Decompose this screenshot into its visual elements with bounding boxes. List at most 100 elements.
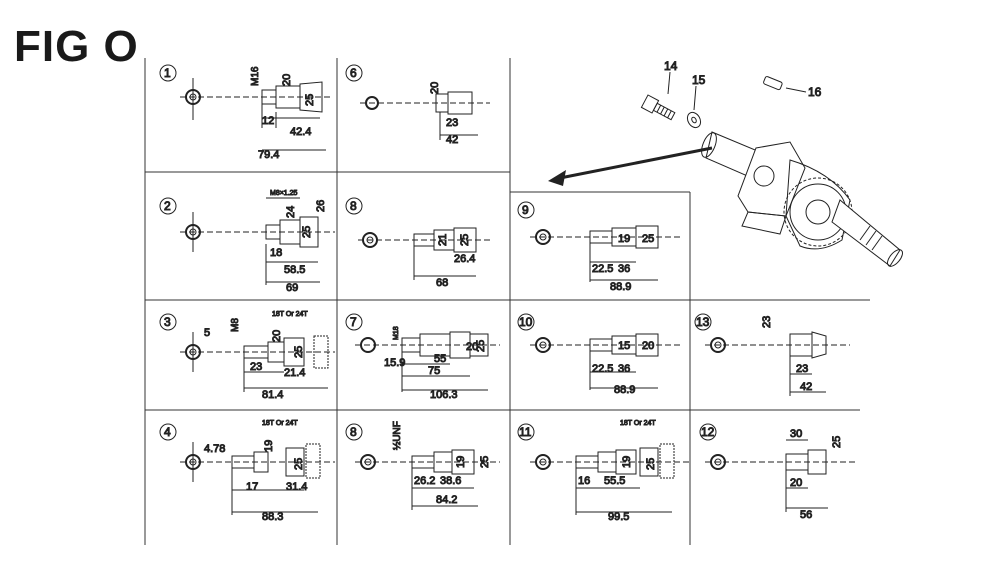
dim-30: 30: [790, 428, 802, 440]
cell-10: 10 15 20 22.5 36 88.9: [517, 313, 680, 397]
dim-25: 25: [479, 456, 491, 468]
dim-88-9: 88.9: [614, 384, 635, 396]
key-16: [763, 76, 783, 91]
cell-4: 4 4.78 18T Or 24T 19 25 17 31.4 88.3: [159, 420, 335, 524]
cell-4-number: 4: [164, 425, 171, 439]
dim-88-9: 88.9: [610, 281, 631, 293]
cell-12-number: 12: [701, 425, 715, 439]
dim-22-5: 22.5: [592, 363, 613, 375]
dim-58-5: 58.5: [284, 264, 305, 276]
cell-8b-number: 8: [350, 425, 357, 439]
dim-81-4: 81.4: [262, 389, 283, 401]
figure-title: FIG O: [14, 22, 139, 71]
dim-17: 17: [246, 481, 258, 493]
dim-12: 12: [262, 115, 274, 127]
dim-84-2: 84.2: [436, 494, 457, 506]
dim-26: 26: [315, 200, 327, 212]
cell-8-lower: 8 ½UNF 19 25 26.2 38.6 84.2: [345, 421, 500, 510]
dim-31-4: 31.4: [286, 481, 307, 493]
cell-1-number: 1: [164, 66, 171, 80]
dim-20: 20: [271, 330, 283, 342]
cell-6-number: 6: [350, 66, 357, 80]
dim-19: 19: [263, 440, 275, 452]
dim-23: 23: [796, 363, 808, 375]
cell-6: 6 20 23 42: [345, 64, 490, 147]
dim-26-4: 26.4: [454, 253, 475, 265]
dim-25: 25: [831, 436, 843, 448]
bolt-14: [640, 94, 676, 121]
dim-25: 25: [293, 458, 305, 470]
dim-m8x1-25: M8×1.25: [270, 190, 298, 197]
dim-42-4: 42.4: [290, 126, 311, 138]
cell-8a-number: 8: [350, 199, 357, 213]
dim-36: 36: [618, 363, 630, 375]
cell-1: 1 M16 20 25 12 42.4 79.4: [159, 64, 330, 162]
dim-56: 56: [800, 509, 812, 521]
grid-lines: [144, 58, 870, 545]
cell-13: 13 23 23 42: [694, 313, 850, 396]
dim-26-2: 26.2: [414, 475, 435, 487]
dim-19: 19: [621, 456, 633, 468]
pointer-arrow: [548, 146, 713, 186]
cell-2: 2 M8×1.25 24 26 25 18 58.5 69: [159, 190, 335, 295]
dim-25: 25: [475, 340, 487, 352]
dim-20: 20: [429, 82, 441, 94]
dim-18: 18: [270, 247, 282, 259]
callout-16: 16: [808, 85, 822, 99]
dim-55-5: 55.5: [604, 475, 625, 487]
dim-half-unf: ½UNF: [392, 421, 403, 450]
dim-gear-teeth: 18T Or 24T: [620, 420, 656, 427]
dim-23: 23: [446, 117, 458, 129]
cell-2-number: 2: [164, 199, 171, 213]
dim-15: 15: [618, 340, 630, 352]
dim-m18: M18: [393, 326, 400, 340]
dim-20: 20: [790, 477, 802, 489]
dim-22-5: 22.5: [592, 263, 613, 275]
cell-3-number: 3: [164, 315, 171, 329]
dim-88-3: 88.3: [262, 511, 283, 523]
cell-8-upper: 8 21 25 26.4 68: [345, 197, 490, 290]
dim-99-5: 99.5: [608, 511, 629, 523]
dim-55: 55: [434, 353, 446, 365]
dim-25: 25: [645, 458, 657, 470]
dim-4-78: 4.78: [204, 443, 225, 455]
dim-m16: M16: [250, 66, 261, 86]
dim-75: 75: [428, 365, 440, 377]
dim-20: 20: [466, 341, 478, 353]
crankshaft-illustration: 14 15 16: [640, 59, 903, 267]
dim-24: 24: [285, 206, 297, 218]
dim-16: 16: [578, 475, 590, 487]
cell-10-number: 10: [519, 315, 533, 329]
dim-m8: M8: [230, 318, 241, 332]
dim-36: 36: [618, 263, 630, 275]
dim-20: 20: [281, 74, 293, 86]
cell-7: 7 M18 20 25 15.9 55 75 106.3: [345, 313, 500, 402]
callout-14: 14: [664, 59, 678, 73]
dim-5: 5: [204, 327, 210, 339]
dim-79-4: 79.4: [258, 149, 279, 161]
cell-9: 9 19 25 22.5 36 88.9: [517, 201, 680, 294]
dim-25: 25: [301, 226, 313, 238]
cell-12: 12 30 25 20 56: [699, 423, 855, 522]
dim-106-3: 106.3: [430, 389, 458, 401]
cell-3: 3 5 M8 18T Or 24T 20 25 23 21.4 81.4: [159, 311, 335, 402]
dim-21: 21: [437, 234, 449, 246]
dim-gear-teeth: 18T Or 24T: [262, 420, 298, 427]
cell-9-number: 9: [522, 203, 529, 217]
dim-42: 42: [800, 381, 812, 393]
dim-19: 19: [618, 233, 630, 245]
dim-25: 25: [459, 234, 471, 246]
dim-21-4: 21.4: [284, 367, 305, 379]
cell-11-number: 11: [519, 425, 532, 439]
dim-19: 19: [455, 456, 467, 468]
cell-13-number: 13: [696, 315, 710, 329]
dim-38-6: 38.6: [440, 475, 461, 487]
dim-15-9: 15.9: [384, 357, 405, 369]
dim-23-v: 23: [761, 316, 773, 328]
dim-20: 20: [642, 340, 654, 352]
dim-25: 25: [293, 346, 305, 358]
dim-69: 69: [286, 282, 298, 294]
dim-25: 25: [304, 94, 316, 106]
dim-42: 42: [446, 134, 458, 146]
